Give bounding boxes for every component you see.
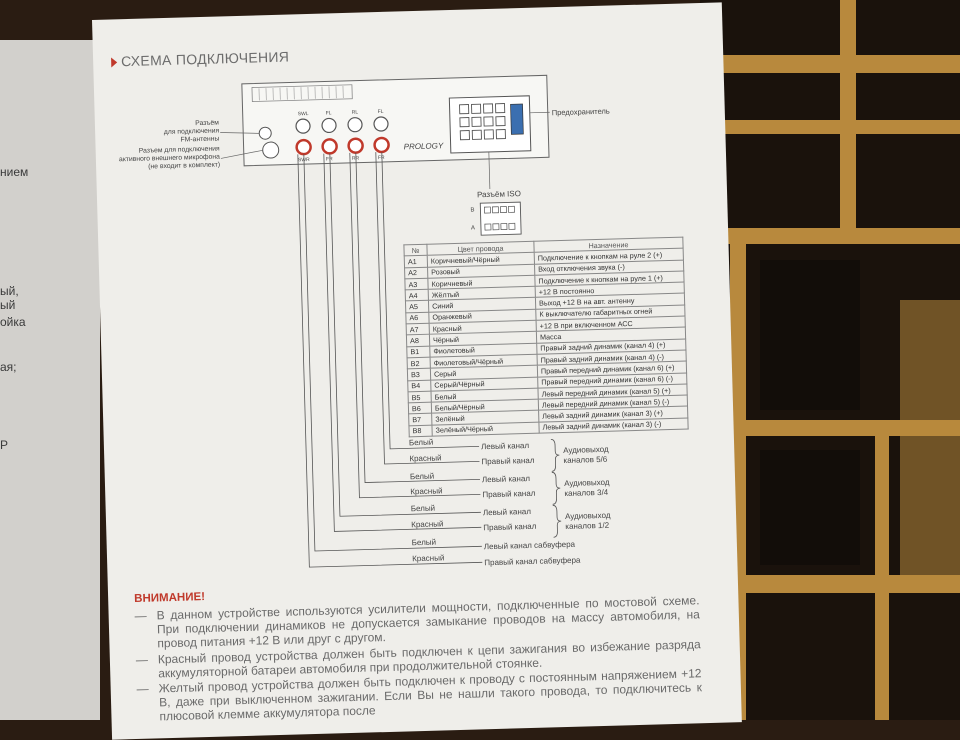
rca-label: SWL bbox=[298, 111, 309, 117]
channel-label: Левый канал bbox=[481, 441, 530, 451]
table-cell: B8 bbox=[409, 425, 432, 437]
fm-antenna-label: Разъём для подключения FM-антенны bbox=[164, 119, 220, 144]
group-brackets bbox=[551, 439, 562, 537]
wire-color-label: Белый bbox=[409, 438, 434, 448]
list-dash: — bbox=[137, 682, 149, 697]
table-cell: B1 bbox=[407, 346, 430, 358]
table-cell: Зелёный/Чёрный bbox=[432, 422, 539, 436]
svg-text:(не входит в комплект): (не входит в комплект) bbox=[148, 161, 220, 170]
fuse-label: Предохранитель bbox=[552, 107, 610, 118]
list-dash: — bbox=[136, 653, 148, 668]
wire-color-label: Белый bbox=[411, 504, 436, 514]
rca-label: FL bbox=[326, 110, 332, 116]
channel-label: Левый канал сабвуфера bbox=[484, 540, 576, 552]
wire-color-label: Белый bbox=[412, 538, 437, 548]
warning-title: ВНИМАНИЕ! bbox=[134, 591, 205, 605]
table-cell: B3 bbox=[407, 368, 430, 380]
table-cell: B7 bbox=[409, 414, 432, 426]
svg-text:B: B bbox=[470, 207, 474, 213]
brand-logo: PROLOGY bbox=[404, 141, 444, 151]
table-cell: B4 bbox=[408, 380, 431, 392]
table-cell: A8 bbox=[406, 335, 429, 347]
channel-label: Правый канал сабвуфера bbox=[484, 556, 581, 568]
table-cell: A7 bbox=[406, 323, 429, 335]
table-cell: B6 bbox=[408, 402, 431, 414]
table-cell: A5 bbox=[405, 301, 428, 313]
svg-text:Разъём: Разъём bbox=[195, 119, 219, 127]
wire-color-label: Красный bbox=[412, 553, 444, 563]
channel-label: Левый канал bbox=[483, 507, 532, 517]
group-label: Аудиовыход bbox=[563, 445, 609, 455]
left-page-fragment: ойка bbox=[0, 315, 26, 329]
table-cell: B5 bbox=[408, 391, 431, 403]
left-page: нием ый, ый ойка ая; Р bbox=[0, 40, 100, 720]
left-page-fragment: нием bbox=[0, 165, 28, 179]
manual-page: СХЕМА ПОДКЛЮЧЕНИЯ SWL bbox=[92, 2, 742, 739]
rca-label: FR bbox=[378, 155, 385, 161]
channel-label: Правый канал bbox=[481, 456, 535, 466]
rca-label: FL bbox=[378, 109, 384, 115]
group-label: каналов 3/4 bbox=[564, 488, 609, 498]
table-cell: A6 bbox=[406, 312, 429, 324]
table-cell: B2 bbox=[407, 357, 430, 369]
rca-label: FR bbox=[326, 156, 333, 162]
wire-color-label: Красный bbox=[409, 453, 441, 463]
channel-label: Правый канал bbox=[482, 489, 536, 499]
group-labels: Аудиовыход каналов 5/6 Аудиовыход канало… bbox=[563, 445, 611, 531]
left-page-fragment: ый, bbox=[0, 284, 19, 298]
list-dash: — bbox=[134, 609, 146, 624]
channel-label: Левый канал bbox=[482, 474, 531, 484]
group-label: каналов 5/6 bbox=[563, 455, 608, 465]
svg-text:A: A bbox=[471, 225, 475, 231]
carpet-background bbox=[700, 0, 960, 720]
left-page-fragment: ый bbox=[0, 298, 15, 312]
group-label: Аудиовыход bbox=[564, 478, 610, 488]
microphone-socket bbox=[262, 142, 278, 158]
table-cell: A4 bbox=[405, 289, 428, 301]
fuse-icon bbox=[511, 104, 524, 134]
rca-output-labels: Белый Левый канал Красный Правый канал Б… bbox=[409, 434, 581, 570]
column-header: № bbox=[404, 244, 427, 256]
table-cell: A3 bbox=[405, 278, 428, 290]
iso-connector-drawing: B A bbox=[470, 202, 521, 235]
iso-label: Разъём ISO bbox=[477, 189, 521, 199]
group-label: Аудиовыход bbox=[565, 511, 611, 521]
svg-text:FM-антенны: FM-антенны bbox=[180, 135, 219, 143]
rca-label: RL bbox=[352, 110, 359, 116]
left-page-fragment: Р bbox=[0, 438, 8, 452]
wire-color-label: Красный bbox=[410, 486, 442, 496]
wire-color-label: Белый bbox=[410, 472, 435, 482]
left-page-fragment: ая; bbox=[0, 360, 17, 374]
wire-color-label: Красный bbox=[411, 519, 443, 529]
fm-antenna-socket bbox=[259, 127, 271, 139]
table-cell: A2 bbox=[405, 267, 428, 279]
group-label: каналов 1/2 bbox=[565, 521, 610, 531]
table-cell: A1 bbox=[404, 256, 427, 268]
channel-label: Правый канал bbox=[483, 522, 537, 532]
microphone-label: Разъем для подключения активного внешнег… bbox=[119, 145, 221, 171]
